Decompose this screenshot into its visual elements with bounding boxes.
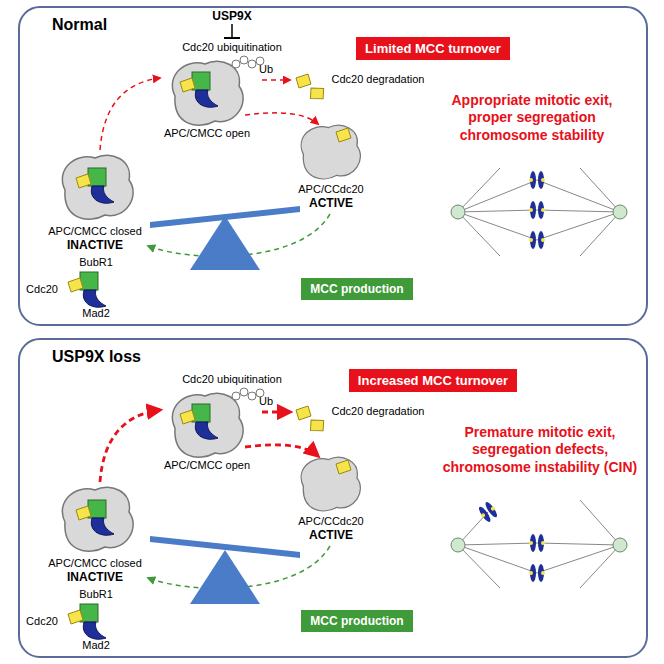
complex-label: APC/CMCC open [164,459,250,472]
complex-label: APC/CMCC closed [48,225,142,238]
protein-label: BubR1 [79,256,113,269]
production-box: MCC production [301,610,412,632]
complex-label: APC/CCdc20 [298,515,363,528]
complex-label: APC/CMCC closed [48,557,142,570]
outcome-text: Premature mitotic exit, segregation defe… [440,424,640,477]
ub-label: Ub [259,395,273,408]
box-text: MCC production [310,614,403,628]
protein-label: Mad2 [82,307,110,320]
ub-label: Ub [259,63,273,76]
process-label: Cdc20 degradation [332,405,425,418]
outcome-text: Appropriate mitotic exit, proper segrega… [432,92,632,145]
process-label: Cdc20 degradation [332,73,425,86]
normal-illustration [62,24,627,307]
protein-label: Cdc20 [26,283,58,296]
state-label: INACTIVE [67,238,123,252]
production-box: MCC production [301,278,412,300]
protein-label: BubR1 [79,588,113,601]
box-text: Increased MCC turnover [358,373,508,388]
panel-heading: Normal [52,16,107,34]
state-label: ACTIVE [309,528,353,542]
protein-label: Mad2 [82,639,110,652]
turnover-box: Limited MCC turnover [356,37,510,60]
panel: NormalLimited MCC turnoverMCC production [18,6,648,326]
turnover-box: Increased MCC turnover [349,369,517,392]
process-label: Cdc20 ubiquitination [182,41,282,54]
panel: USP9X lossIncreased MCC turnoverMCC prod… [18,338,648,658]
panel-heading: USP9X loss [52,348,141,366]
process-label: Cdc20 ubiquitination [182,373,282,386]
complex-label: APC/CMCC open [164,127,250,140]
box-text: Limited MCC turnover [365,41,501,56]
protein-label: Cdc20 [26,615,58,628]
state-label: INACTIVE [67,570,123,584]
complex-label: APC/CCdc20 [298,183,363,196]
state-label: ACTIVE [309,196,353,210]
protein-label: USP9X [212,9,251,23]
box-text: MCC production [310,282,403,296]
